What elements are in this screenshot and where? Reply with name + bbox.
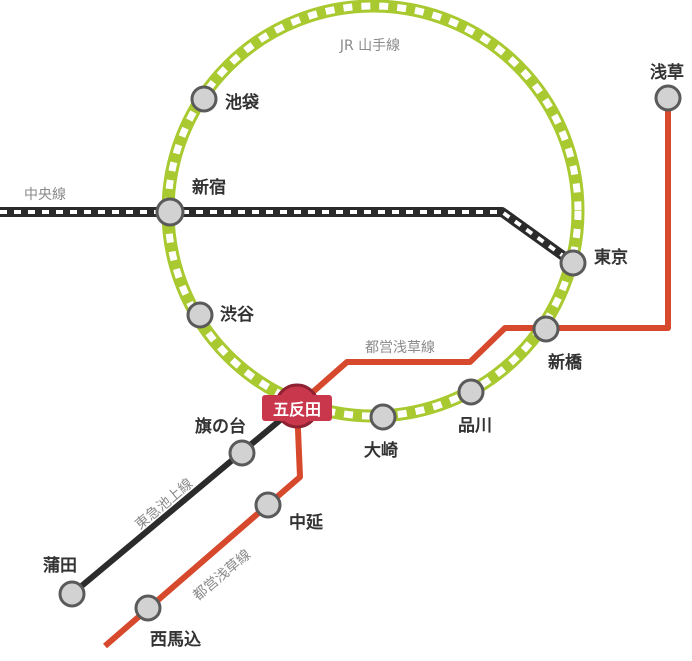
station-label: 渋谷 bbox=[220, 304, 255, 325]
station-label: 品川 bbox=[458, 416, 492, 436]
station-label: 蒲田 bbox=[43, 556, 77, 576]
station-shinagawa[interactable]: 品川 bbox=[457, 378, 492, 436]
station-kamata[interactable]: 蒲田 bbox=[43, 556, 86, 608]
asakusa-line-label-bottom: 都営浅草線 bbox=[190, 547, 254, 604]
station-label: 池袋 bbox=[225, 92, 260, 113]
tokyu-ikegami-line bbox=[70, 403, 299, 597]
station-label: 中延 bbox=[289, 512, 324, 533]
chuo-line bbox=[0, 207, 576, 268]
station-gotanda[interactable]: 五反田 bbox=[262, 383, 332, 429]
station-label: 大崎 bbox=[364, 440, 398, 461]
asakusa-line-label-top: 都営浅草線 bbox=[365, 340, 435, 356]
yamanote-line-label: JR 山手線 bbox=[339, 38, 400, 54]
station-label: 西馬込 bbox=[150, 630, 201, 650]
station-tokyo[interactable]: 東京 bbox=[559, 247, 628, 277]
station-label: 浅草 bbox=[650, 62, 684, 83]
chuo-line-label: 中央線 bbox=[24, 187, 66, 203]
station-label: 新宿 bbox=[192, 177, 226, 198]
station-nishimagome[interactable]: 西馬込 bbox=[134, 594, 201, 650]
station-label: 新橋 bbox=[548, 352, 583, 373]
station-label: 東京 bbox=[594, 247, 628, 268]
hub-label: 五反田 bbox=[273, 400, 321, 419]
station-nakanobu[interactable]: 中延 bbox=[254, 491, 324, 533]
station-shibuya[interactable]: 渋谷 bbox=[186, 301, 255, 329]
station-asakusa[interactable]: 浅草 bbox=[650, 62, 684, 112]
station-hatanodai[interactable]: 旗の台 bbox=[195, 416, 256, 467]
asakusa-line bbox=[103, 98, 671, 649]
station-shinjuku[interactable]: 新宿 bbox=[155, 177, 226, 227]
hub-label-background bbox=[262, 395, 332, 421]
tokyu-line-label: 東急池上線 bbox=[132, 476, 196, 533]
station-osaki[interactable]: 大崎 bbox=[364, 403, 398, 461]
station-ikebukuro[interactable]: 池袋 bbox=[190, 85, 260, 113]
station-shinbashi[interactable]: 新橋 bbox=[532, 315, 583, 373]
station-label: 旗の台 bbox=[195, 416, 246, 437]
